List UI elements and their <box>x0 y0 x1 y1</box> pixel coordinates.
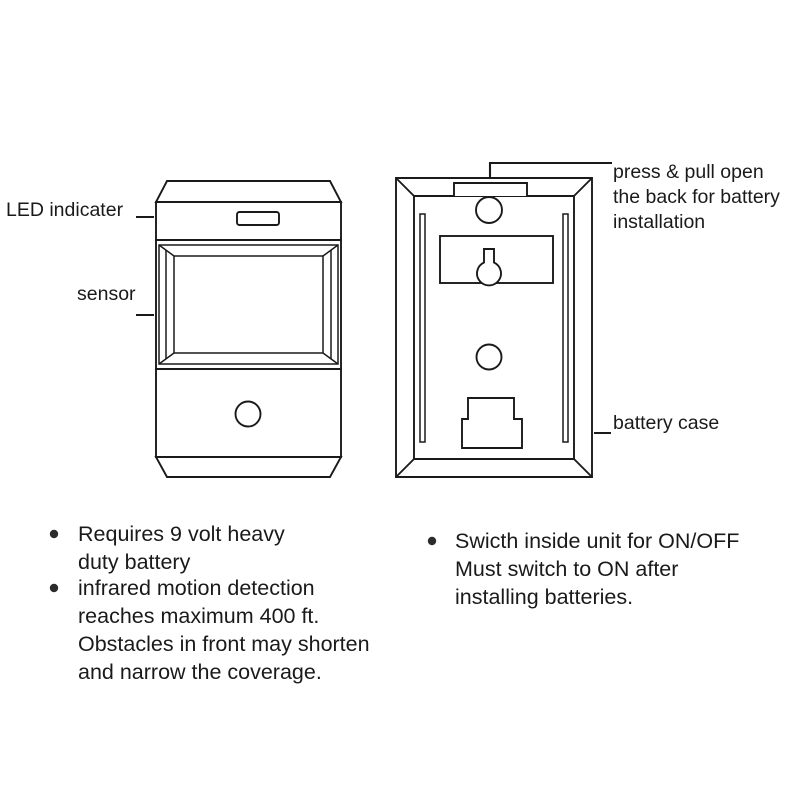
spec-range-line-3: Obstacles in front may shorten <box>78 632 370 656</box>
back-left-vent-slot <box>419 213 426 443</box>
spec-list-right: Swicth inside unit for ON/OFF Must switc… <box>427 529 745 609</box>
bullet-marker <box>427 536 437 546</box>
callout-sensor: sensor <box>77 283 136 305</box>
back-miter-tr <box>573 177 593 197</box>
callout-press-pull-line-1: press & pull open <box>613 161 764 183</box>
spec-switch-text: Swicth inside unit for ON/OFF Must switc… <box>455 529 745 609</box>
spec-range-text: infrared motion detection reaches maximu… <box>78 576 376 684</box>
back-lower-mount-hole <box>475 343 503 371</box>
back-view-group: press & pull open the back for battery i… <box>395 161 785 478</box>
spec-range-line-4: and narrow the coverage. <box>78 660 322 684</box>
bullet-marker <box>49 529 59 539</box>
spec-list-left: Requires 9 volt heavy duty battery infra… <box>49 522 376 684</box>
front-lens-outer <box>155 239 342 370</box>
spec-battery-line-1: Requires 9 volt heavy <box>78 522 285 546</box>
spec-switch-line-1: Swicth inside unit for ON/OFF <box>455 529 739 553</box>
back-battery-compartment <box>461 397 523 449</box>
bullet-marker <box>49 583 59 593</box>
front-top-bevel <box>154 180 343 203</box>
front-screw-hole <box>234 400 262 428</box>
led-indicator-window <box>236 211 280 226</box>
back-miter-bl <box>395 458 415 478</box>
spec-range-line-1: infrared motion detection <box>78 576 315 600</box>
back-upper-mount-hole <box>475 196 503 224</box>
back-miter-br <box>573 458 593 478</box>
back-top-notch <box>414 182 574 197</box>
spec-switch-line-2: Must switch to ON after <box>455 557 678 581</box>
callout-press-pull-line-2: the back for battery <box>613 186 780 208</box>
spec-battery-text: Requires 9 volt heavy duty battery <box>78 522 291 574</box>
callout-press-pull: press & pull open the back for battery i… <box>613 161 785 233</box>
spec-battery-line-2: duty battery <box>78 550 191 574</box>
spec-range-line-2: reaches maximum 400 ft. <box>78 604 319 628</box>
back-keyhole-slot <box>476 248 502 287</box>
back-miter-tl <box>395 177 415 197</box>
spec-switch-line-3: installing batteries. <box>455 585 633 609</box>
callout-press-pull-line-3: installation <box>613 211 705 233</box>
callout-led-indicator: LED indicater <box>6 199 124 221</box>
back-right-vent-slot <box>562 213 569 443</box>
callout-battery-case: battery case <box>613 412 719 434</box>
front-view-group: LED indicater sensor <box>6 180 343 478</box>
press-pull-leader <box>488 161 612 178</box>
front-bottom-bevel <box>154 456 343 478</box>
